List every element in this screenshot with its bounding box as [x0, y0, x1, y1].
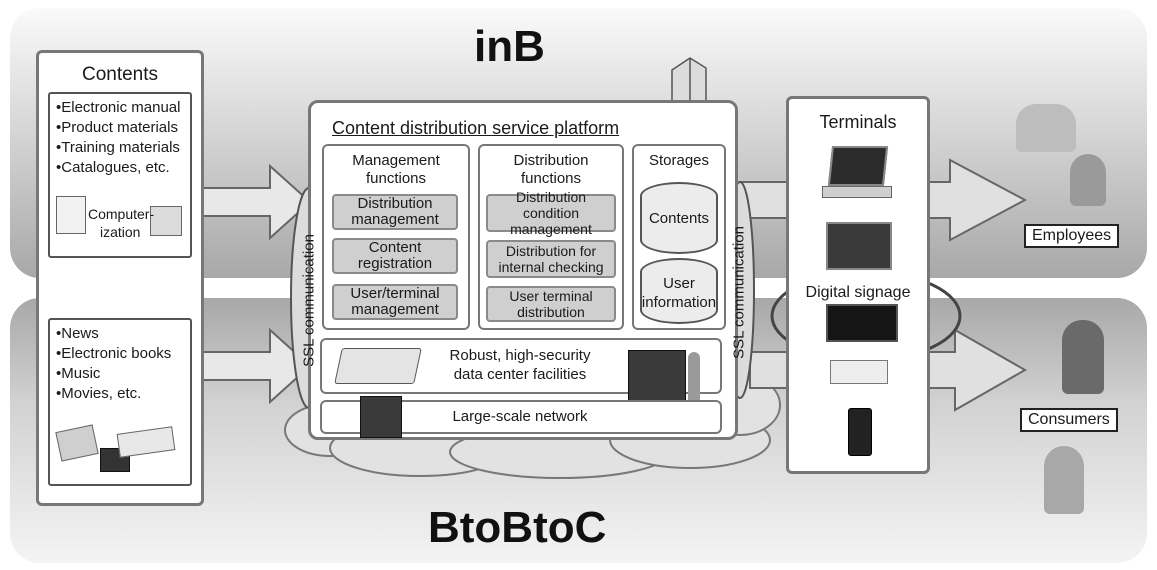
datacenter-line: Robust, high-security — [449, 347, 591, 364]
consumers-label: Consumers — [1020, 408, 1118, 432]
ssl-right-label: SSL communication — [730, 226, 748, 359]
employees-label: Employees — [1024, 224, 1120, 248]
content-item: •Catalogues, etc. — [56, 159, 170, 176]
consumer-woman-icon — [1044, 446, 1084, 514]
platform-title: Content distribution service platform — [332, 118, 620, 138]
content-item: •Electronic books — [56, 345, 172, 362]
terminals-title: Terminals — [819, 112, 897, 132]
btobtoc-title: BtoBtoC — [428, 503, 607, 552]
network-label: Large-scale network — [452, 408, 588, 425]
arrow-left-top — [189, 163, 312, 241]
digital-signage-icon — [826, 304, 898, 342]
computer-icon — [150, 206, 182, 236]
employee-worker-icon — [1070, 154, 1106, 206]
datacenter-label: Robust, high-security data center facili… — [420, 346, 620, 384]
consumer-man-icon — [1062, 320, 1104, 394]
employee-laptop-icon — [1016, 104, 1076, 152]
laptop-icon — [827, 146, 889, 186]
computerization-label-1: Computer- — [88, 206, 155, 222]
contents-storage-cylinder: Contents — [640, 182, 718, 254]
content-item: •Electronic manual — [56, 99, 181, 116]
distribution-internal-checking-item: Distribution for internal checking — [486, 240, 616, 278]
content-item: •Training materials — [56, 139, 180, 156]
content-registration-item: Content registration — [332, 238, 458, 274]
computerization-label-2: ization — [100, 224, 141, 240]
digital-signage-label: Digital signage — [805, 284, 911, 301]
storages-title: Storages — [648, 152, 710, 169]
datacenter-line: data center facilities — [453, 366, 587, 383]
laptop-base-icon — [822, 186, 892, 198]
smartphone-icon — [848, 408, 872, 456]
contents-title: Contents — [81, 64, 159, 85]
distribution-title-line: functions — [520, 170, 582, 187]
management-title-line: Management — [352, 152, 440, 169]
ssl-left-label: SSL communication — [300, 234, 318, 367]
user-terminal-distribution-item: User terminal distribution — [486, 286, 616, 322]
content-item: •Music — [56, 365, 101, 382]
distribution-functions-title: Distribution functions — [478, 152, 624, 188]
document-icon — [56, 196, 86, 234]
inb-title: inB — [474, 22, 545, 71]
content-item: •Product materials — [56, 119, 178, 136]
content-item: •News — [56, 325, 99, 342]
distribution-condition-management-item: Distribution condition management — [486, 189, 616, 237]
content-item: •Movies, etc. — [56, 385, 142, 402]
network-switch-icon — [360, 396, 402, 438]
management-title-line: functions — [365, 170, 427, 187]
distribution-title-line: Distribution — [513, 152, 589, 169]
server-appliance-icon — [334, 348, 422, 384]
user-information-storage-cylinder: User information — [640, 258, 718, 324]
ebook-reader-icon — [830, 360, 888, 384]
distribution-management-item: Distribution management — [332, 194, 458, 230]
user-terminal-management-item: User/terminal management — [332, 284, 458, 320]
management-functions-title: Management functions — [322, 152, 470, 188]
tablet-icon — [826, 222, 892, 270]
